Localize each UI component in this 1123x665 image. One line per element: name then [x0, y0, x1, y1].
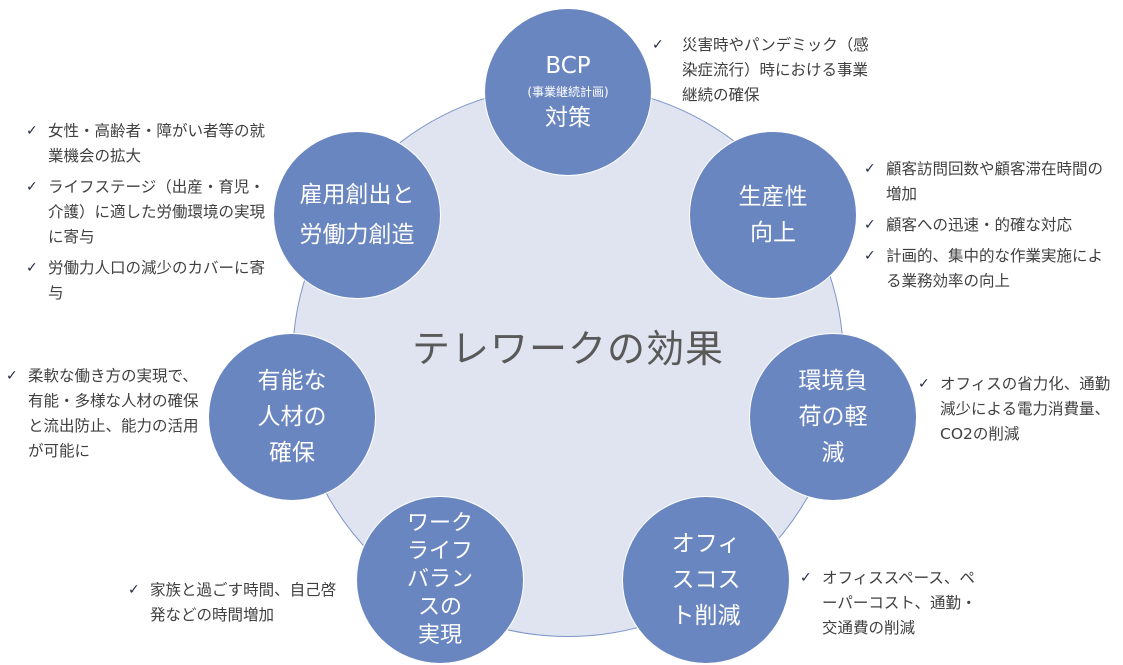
effect-circle-bcp: BCP (事業継続計画) 対策	[484, 8, 652, 176]
note-item: 柔軟な働き方の実現で、有能・多様な人材の確保と流出防止、能力の活用が可能に	[6, 364, 206, 464]
notes-talent: 柔軟な働き方の実現で、有能・多様な人材の確保と流出防止、能力の活用が可能に	[6, 364, 206, 470]
circle-label: 実現	[417, 623, 462, 648]
diagram-title: テレワークの効果	[411, 327, 724, 371]
effect-circle-productivity: 生産性 向上	[689, 131, 857, 299]
effect-circle-talent: 有能な 人材の 確保	[208, 333, 376, 501]
note-item: 顧客訪問回数や顧客滞在時間の増加	[864, 157, 1114, 207]
note-item: 女性・高齢者・障がい者等の就業機会の拡大	[26, 119, 266, 169]
effect-circle-work-life: ワーク ライフ バラン スの 実現	[356, 496, 524, 664]
notes-bcp: 災害時やパンデミック（感染症流行）時における事業継続の確保	[652, 33, 882, 114]
circle-label: 環境負	[798, 368, 868, 394]
note-item: ライフステージ（出産・育児・介護）に適した労働環境の実現に寄与	[26, 175, 266, 250]
note-item: オフィススペース、ペーパーコスト、通勤・交通費の削減	[800, 566, 985, 641]
circle-label: ワーク	[406, 511, 473, 536]
note-item: 計画的、集中的な作業実施による業務効率の向上	[864, 244, 1114, 294]
circle-label: 労働力創造	[299, 222, 415, 248]
circle-label: 荷の軽	[798, 404, 868, 430]
circle-label: 雇用創出と	[299, 182, 415, 208]
circle-label: 減	[821, 440, 845, 466]
effect-circle-employment: 雇用創出と 労働力創造	[273, 131, 441, 299]
note-item: オフィスの省力化、通勤減少による電力消費量、CO2の削減	[918, 372, 1118, 447]
circle-label: 生産性	[738, 184, 808, 210]
note-item: 災害時やパンデミック（感染症流行）時における事業継続の確保	[652, 33, 882, 108]
notes-work-life: 家族と過ごす時間、自己啓発などの時間増加	[128, 578, 350, 634]
circle-label: 有能な	[257, 368, 327, 394]
notes-environment: オフィスの省力化、通勤減少による電力消費量、CO2の削減	[918, 372, 1118, 453]
circle-label: BCP	[545, 53, 591, 79]
circle-label: ト削減	[671, 603, 741, 629]
circle-label: 向上	[750, 220, 796, 246]
note-item: 労働力人口の減少のカバーに寄与	[26, 256, 266, 306]
notes-employment: 女性・高齢者・障がい者等の就業機会の拡大 ライフステージ（出産・育児・介護）に適…	[26, 119, 266, 312]
circle-sublabel: (事業継続計画)	[527, 85, 609, 99]
notes-office-cost: オフィススペース、ペーパーコスト、通勤・交通費の削減	[800, 566, 985, 647]
note-item: 家族と過ごす時間、自己啓発などの時間増加	[128, 578, 350, 628]
effect-circle-environment: 環境負 荷の軽 減	[749, 333, 917, 501]
circle-label: バラン	[406, 567, 473, 592]
circle-label: オフィ	[671, 531, 741, 557]
circle-label: スの	[417, 595, 462, 620]
circle-label: 対策	[545, 105, 591, 131]
circle-label: 人材の	[257, 404, 327, 430]
effect-circle-office-cost: オフィ スコス ト削減	[622, 496, 790, 664]
circle-label: スコス	[671, 567, 741, 593]
notes-productivity: 顧客訪問回数や顧客滞在時間の増加 顧客への迅速・的確な対応 計画的、集中的な作業…	[864, 157, 1114, 300]
circle-label: 確保	[269, 440, 315, 466]
circle-label: ライフ	[406, 539, 473, 564]
note-item: 顧客への迅速・的確な対応	[864, 213, 1114, 238]
